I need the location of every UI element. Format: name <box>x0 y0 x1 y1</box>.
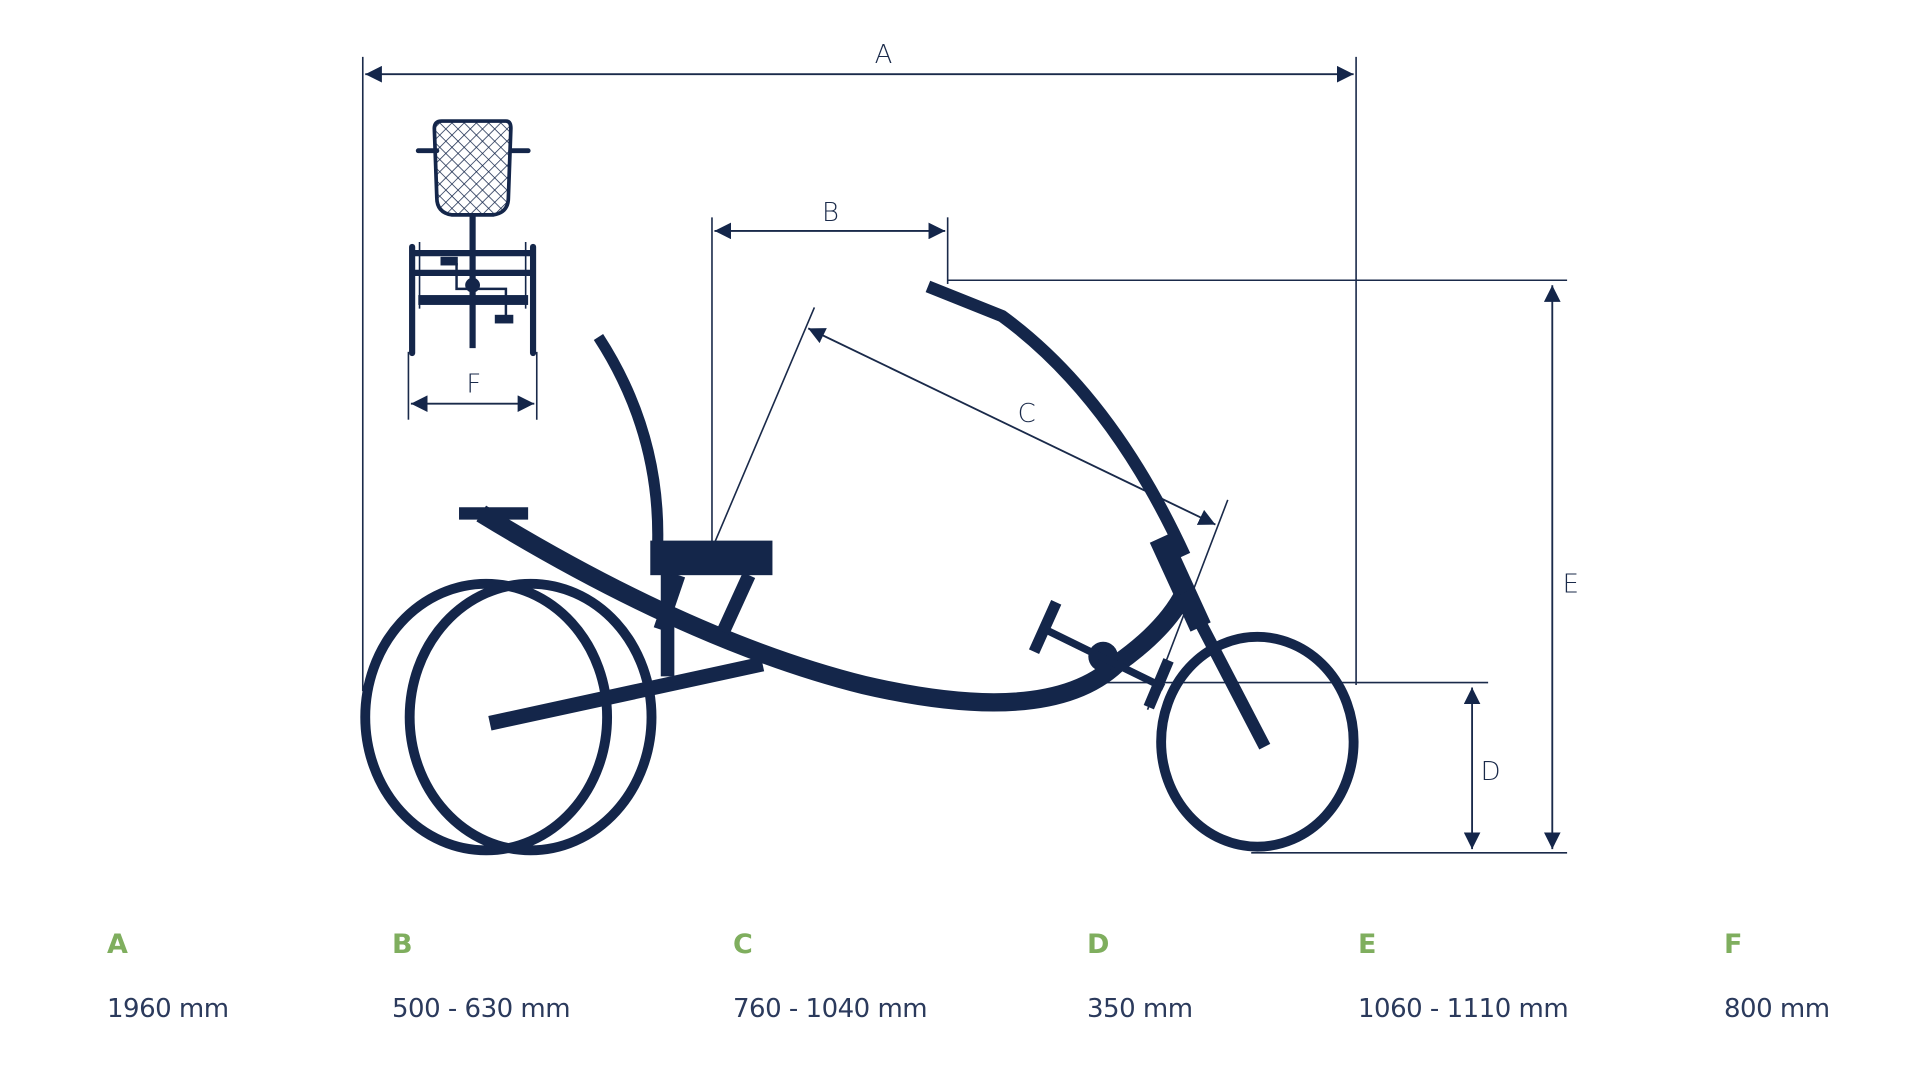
seat-mesh-icon <box>432 119 513 217</box>
legend-letter: F <box>1724 929 1743 960</box>
legend-letter: E <box>1358 929 1377 960</box>
label-a: A <box>875 40 893 70</box>
rear-wheel-right-icon <box>404 578 657 856</box>
front-wheel-icon <box>1156 631 1359 852</box>
legend-value: 800 mm <box>1724 994 1830 1024</box>
label-f: F <box>466 370 481 400</box>
dimension-legend: A 1960 mm B 500 - 630 mm C 760 - 1040 mm… <box>0 926 1920 1046</box>
legend-item-c: C 760 - 1040 mm <box>733 926 928 1026</box>
legend-item-b: B 500 - 630 mm <box>392 926 571 1026</box>
legend-item-e: E 1060 - 1110 mm <box>1358 926 1569 1026</box>
legend-value: 500 - 630 mm <box>392 994 571 1024</box>
legend-item-d: D 350 mm <box>1087 926 1193 1026</box>
legend-letter: D <box>1087 929 1110 960</box>
dimension-d: D <box>1079 681 1501 850</box>
dimension-a: A <box>361 40 1357 692</box>
legend-item-f: F 800 mm <box>1724 926 1830 1026</box>
legend-value: 760 - 1040 mm <box>733 994 928 1024</box>
legend-item-a: A 1960 mm <box>107 926 229 1026</box>
dimension-b: B <box>711 198 949 544</box>
trike-side-view <box>360 280 1359 856</box>
rear-wheel-left-icon <box>360 578 613 856</box>
label-c: C <box>1018 399 1036 429</box>
label-d: D <box>1481 757 1501 787</box>
dimension-e: E <box>947 279 1579 854</box>
label-e: E <box>1563 569 1579 599</box>
legend-letter: B <box>392 929 413 960</box>
legend-value: 1960 mm <box>107 994 229 1024</box>
dimension-c: C <box>713 307 1229 710</box>
legend-letter: C <box>733 929 753 960</box>
rear-view-inset: F <box>407 119 538 420</box>
legend-value: 350 mm <box>1087 994 1193 1024</box>
label-b: B <box>822 198 839 228</box>
legend-value: 1060 - 1110 mm <box>1358 994 1569 1024</box>
legend-letter: A <box>107 929 128 960</box>
